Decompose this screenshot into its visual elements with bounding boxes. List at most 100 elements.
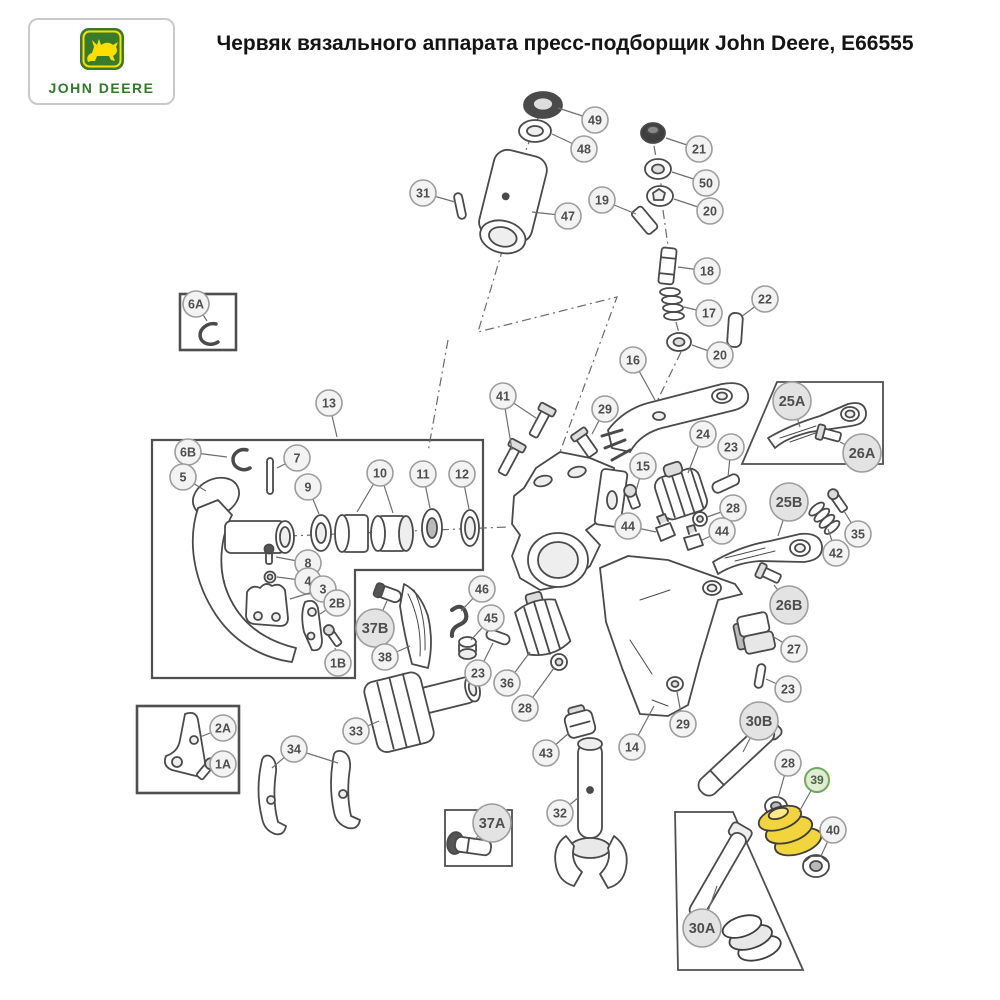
callout-37A: 37A xyxy=(472,803,512,843)
callout-15: 15 xyxy=(629,452,657,492)
part-49-grommet xyxy=(523,91,563,119)
svg-text:28: 28 xyxy=(518,701,532,715)
callout-30B: 30B xyxy=(739,701,779,753)
part-2B-latch xyxy=(301,599,323,652)
callout-42: 42 xyxy=(822,528,850,567)
svg-text:20: 20 xyxy=(713,348,727,362)
callout-47: 47 xyxy=(531,202,582,230)
part-27-clamp-assembly xyxy=(732,611,776,655)
part-15-bolt xyxy=(623,483,641,510)
part-28-nut-a xyxy=(692,511,708,527)
callout-16: 16 xyxy=(619,346,656,401)
part-8-bolt xyxy=(263,543,275,565)
svg-text:29: 29 xyxy=(598,402,612,416)
box-30A xyxy=(674,811,805,971)
callout-31: 31 xyxy=(409,179,456,207)
svg-text:4: 4 xyxy=(305,574,312,588)
svg-text:3: 3 xyxy=(320,582,327,596)
part-43-bearing-block xyxy=(563,704,597,739)
part-21-locknut xyxy=(640,122,666,144)
callout-12: 12 xyxy=(448,460,476,510)
part-10-bushing-b xyxy=(370,515,414,552)
svg-text:44: 44 xyxy=(715,524,729,538)
callout-6A: 6A xyxy=(182,290,210,322)
part-45-nut xyxy=(458,636,477,660)
svg-text:49: 49 xyxy=(588,113,602,127)
artwork xyxy=(163,91,867,962)
svg-text:6B: 6B xyxy=(180,445,196,459)
svg-text:10: 10 xyxy=(373,466,387,480)
part-23-pin-lower xyxy=(753,663,767,689)
callout-2A: 2A xyxy=(199,714,237,742)
callout-23: 23 xyxy=(765,675,802,703)
part-40-locknut xyxy=(802,854,830,878)
part-26A-bolt xyxy=(814,423,842,443)
callout-7: 7 xyxy=(276,444,311,472)
svg-text:15: 15 xyxy=(636,459,650,473)
svg-text:27: 27 xyxy=(787,642,801,656)
svg-text:48: 48 xyxy=(577,142,591,156)
svg-text:13: 13 xyxy=(322,396,336,410)
part-34-hook-b xyxy=(330,749,361,830)
callout-24: 24 xyxy=(687,420,717,474)
part-6B-circlip xyxy=(231,447,252,472)
part-5-crank-arm xyxy=(191,476,297,663)
callout-30A: 30A xyxy=(682,885,722,948)
svg-text:28: 28 xyxy=(726,501,740,515)
svg-text:19: 19 xyxy=(595,193,609,207)
part-38-knife-arm xyxy=(399,583,432,669)
callout-32: 32 xyxy=(546,796,580,827)
callout-38: 38 xyxy=(371,643,411,671)
part-37B-stud xyxy=(372,582,402,604)
deer-logo-icon xyxy=(80,28,124,70)
part-25A-trip-arm xyxy=(767,402,867,449)
part-30A-worm-shaft xyxy=(688,821,782,962)
svg-text:38: 38 xyxy=(378,650,392,664)
callout-49: 49 xyxy=(557,106,609,134)
callout-23: 23 xyxy=(717,433,745,478)
callout-21: 21 xyxy=(665,135,713,163)
part-6A-circlip xyxy=(198,321,220,346)
callout-27: 27 xyxy=(771,635,808,663)
svg-text:36: 36 xyxy=(500,676,514,690)
box-1A-2A xyxy=(135,704,241,795)
callout-46: 46 xyxy=(460,575,496,612)
part-29-bolt-upper xyxy=(570,426,598,458)
part-9-washer xyxy=(310,514,332,552)
callout-23: 23 xyxy=(464,642,494,687)
svg-text:16: 16 xyxy=(626,353,640,367)
callout-20: 20 xyxy=(691,341,734,369)
part-4-nut xyxy=(263,570,277,584)
part-20-washer-lower xyxy=(666,332,692,352)
part-50-washer xyxy=(644,158,672,180)
callout-29: 29 xyxy=(591,395,619,435)
svg-text:12: 12 xyxy=(455,467,469,481)
callout-6B: 6B xyxy=(174,438,228,466)
svg-text:8: 8 xyxy=(305,556,312,570)
svg-text:47: 47 xyxy=(561,209,575,223)
svg-text:24: 24 xyxy=(696,427,710,441)
part-24-worm-pinion xyxy=(654,460,708,521)
svg-text:26A: 26A xyxy=(849,446,876,462)
callout-43: 43 xyxy=(532,732,570,767)
callout-5: 5 xyxy=(169,463,207,492)
callout-10: 10 xyxy=(356,459,394,514)
svg-text:26B: 26B xyxy=(776,598,803,614)
callout-13: 13 xyxy=(315,389,343,438)
svg-text:23: 23 xyxy=(781,682,795,696)
part-35-bolt xyxy=(827,488,848,513)
part-18-roll-pin xyxy=(657,246,678,286)
part-31-pin xyxy=(453,192,467,220)
svg-text:28: 28 xyxy=(781,756,795,770)
part-28-nut-b xyxy=(550,653,568,671)
callout-35: 35 xyxy=(843,510,872,548)
box-13 xyxy=(150,438,485,680)
part-12-ring xyxy=(460,509,480,547)
brand-name: JOHN DEERE xyxy=(48,80,155,96)
part-16-release-arm xyxy=(600,382,750,462)
svg-text:5: 5 xyxy=(180,470,187,484)
svg-text:20: 20 xyxy=(703,204,717,218)
svg-text:37B: 37B xyxy=(362,621,389,637)
